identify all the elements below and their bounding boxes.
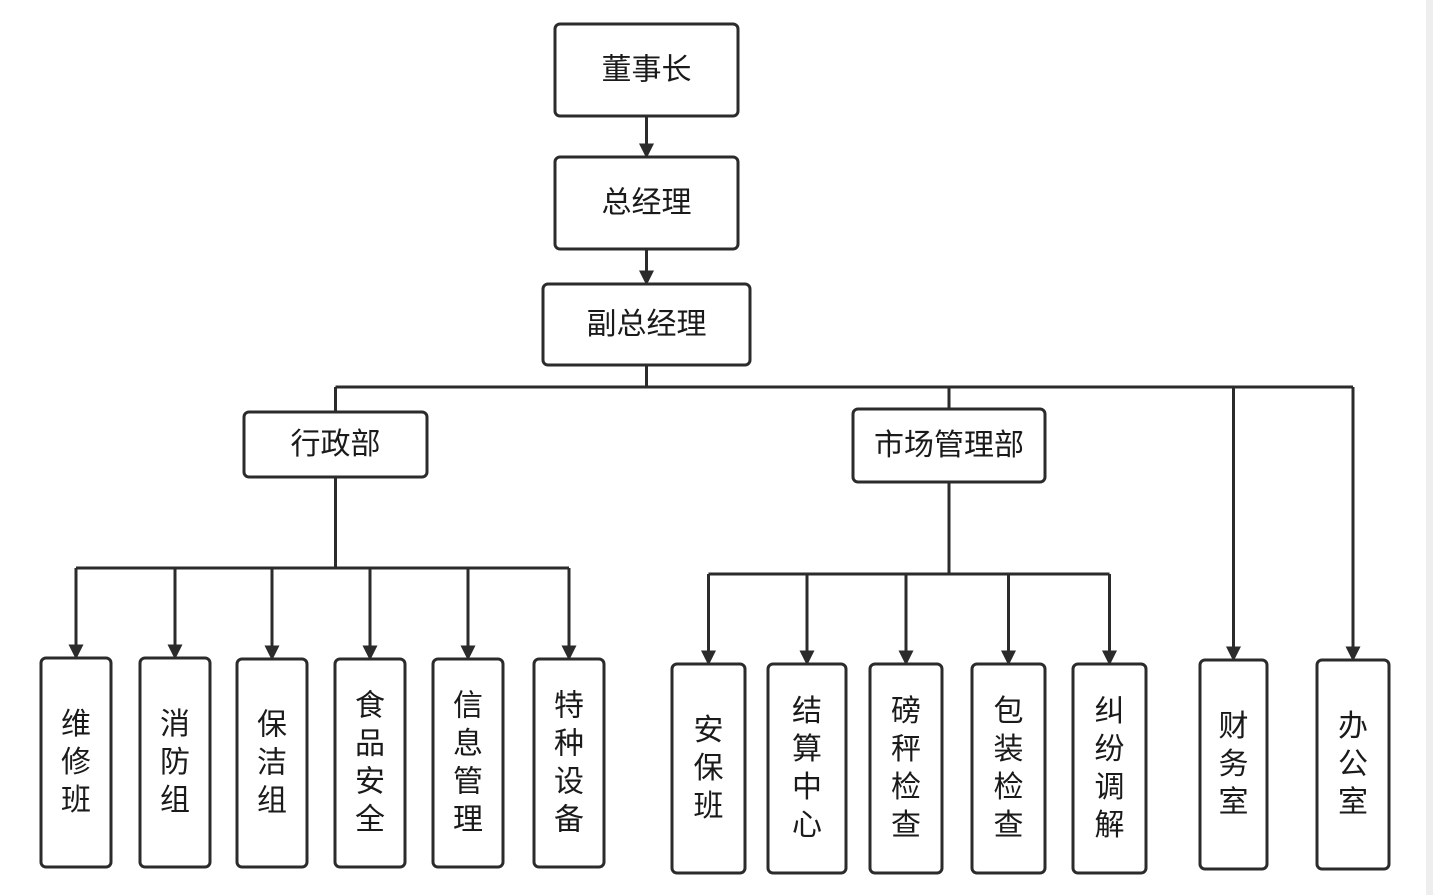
node-box xyxy=(1198,658,1269,871)
node-label: 市场管理部 xyxy=(874,428,1024,463)
node-chairman: 董事长 xyxy=(553,22,740,118)
node-office: 办公室 xyxy=(1315,658,1391,871)
node-box xyxy=(670,662,747,875)
node-label: 纠纷调解 xyxy=(1095,694,1125,843)
node-label: 安保班 xyxy=(694,713,724,824)
node-label: 董事长 xyxy=(602,53,692,88)
node-cleaning: 保洁组 xyxy=(235,657,309,869)
node-label: 财务室 xyxy=(1219,709,1249,820)
node-settlement: 结算中心 xyxy=(766,662,848,875)
node-label: 消防组 xyxy=(160,707,190,818)
node-box xyxy=(553,155,740,251)
node-label: 包装检查 xyxy=(994,694,1024,843)
node-food-safety: 食品安全 xyxy=(333,657,407,869)
node-box xyxy=(431,657,505,869)
node-box xyxy=(541,282,752,367)
node-admin-dept: 行政部 xyxy=(242,410,429,479)
node-deputy-gm: 副总经理 xyxy=(541,282,752,367)
node-box xyxy=(235,657,309,869)
node-gm: 总经理 xyxy=(553,155,740,251)
node-special-equipment: 特种设备 xyxy=(532,657,606,869)
connector-lines xyxy=(68,116,1361,666)
node-box xyxy=(970,662,1047,875)
node-label: 保洁组 xyxy=(257,708,287,819)
node-box xyxy=(766,662,848,875)
node-repair: 维修班 xyxy=(39,656,113,869)
node-label: 办公室 xyxy=(1338,709,1368,820)
node-label: 食品安全 xyxy=(355,689,385,838)
node-info-mgmt: 信息管理 xyxy=(431,657,505,869)
node-box xyxy=(138,656,212,869)
node-box xyxy=(1315,658,1391,871)
scrollbar-track[interactable] xyxy=(1426,0,1433,895)
node-label: 特种设备 xyxy=(554,689,584,838)
node-dispute: 纠纷调解 xyxy=(1071,662,1148,875)
node-fire: 消防组 xyxy=(138,656,212,869)
node-box xyxy=(868,662,944,875)
node-box xyxy=(532,657,606,869)
node-label: 信息管理 xyxy=(453,689,483,838)
node-box xyxy=(333,657,407,869)
node-box xyxy=(1071,662,1148,875)
node-label: 磅秤检查 xyxy=(891,694,921,843)
node-box xyxy=(39,656,113,869)
node-label: 行政部 xyxy=(291,427,381,462)
node-security: 安保班 xyxy=(670,662,747,875)
node-finance: 财务室 xyxy=(1198,658,1269,871)
node-label: 副总经理 xyxy=(587,307,707,342)
node-label: 结算中心 xyxy=(792,694,822,843)
node-label: 总经理 xyxy=(602,186,692,221)
node-label: 维修班 xyxy=(61,707,91,818)
node-box xyxy=(242,410,429,479)
node-box xyxy=(851,407,1047,484)
node-market-dept: 市场管理部 xyxy=(851,407,1047,484)
node-scale-check: 磅秤检查 xyxy=(868,662,944,875)
node-package-check: 包装检查 xyxy=(970,662,1047,875)
node-box xyxy=(553,22,740,118)
